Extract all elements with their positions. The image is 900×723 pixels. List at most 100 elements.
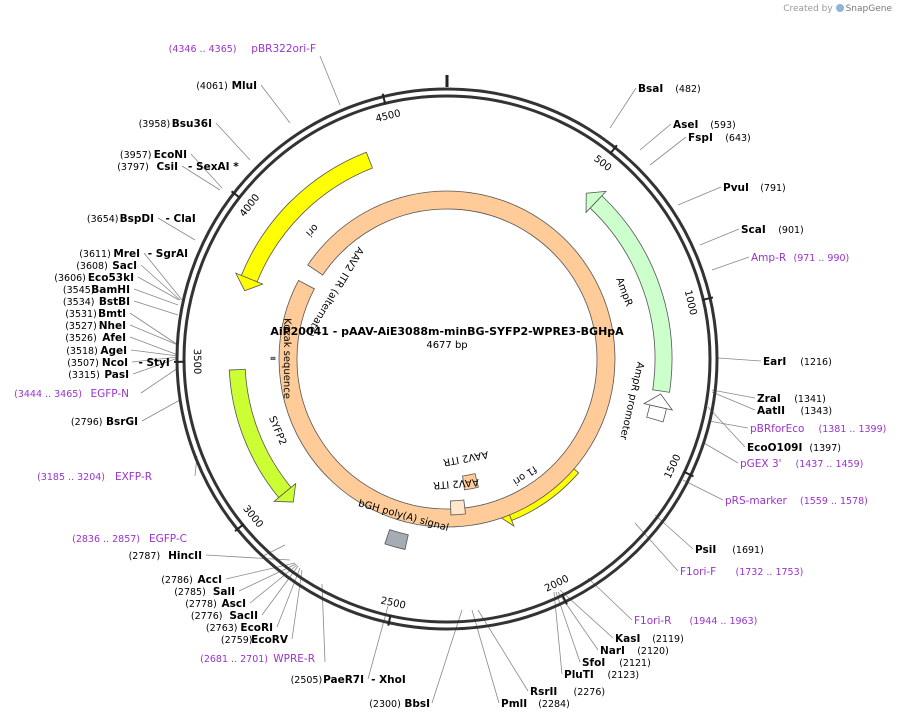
credit-prefix: Created by: [783, 4, 833, 14]
primer-range: (1437 .. 1459): [796, 459, 864, 470]
site-alias: - StyI: [138, 357, 169, 369]
feature-arc: [270, 356, 276, 361]
site-name: NheI: [99, 320, 126, 332]
feature-arrowhead: [642, 393, 674, 411]
restriction-site-label: Eco53kI(3606): [54, 272, 134, 284]
primer-name: F1ori-R: [634, 615, 671, 627]
site-position: (2276): [574, 687, 606, 698]
tick-label: 1000: [682, 289, 698, 316]
site-position: (1341): [794, 394, 826, 405]
site-name: EarI: [763, 356, 786, 368]
restriction-site-label: SfoI(2121): [582, 657, 651, 669]
site-position: (3534): [63, 297, 95, 308]
primer-range: (1381 .. 1399): [819, 424, 887, 435]
feature-arc: [278, 190, 616, 528]
primer-label: EGFP-N(3444 .. 3465): [14, 388, 129, 400]
restriction-site-label: BmtI(3531): [65, 308, 126, 320]
site-position: (2284): [538, 699, 570, 710]
connector-line: [141, 399, 181, 422]
site-name: EcoNI: [154, 149, 187, 161]
restriction-site-label: SacII(2776): [191, 610, 258, 622]
site-position: (3797): [117, 162, 149, 173]
connector-line: [249, 564, 298, 604]
site-name: ScaI: [741, 224, 766, 236]
site-position: (643): [725, 133, 751, 144]
restriction-site-label: NcoI- StyI(3507): [67, 357, 170, 369]
primer-name: F1ori-F: [680, 566, 716, 578]
restriction-site-label: CsiI- SexAI *(3797): [117, 161, 239, 173]
site-position: (482): [675, 84, 701, 95]
site-position: (2123): [608, 670, 640, 681]
connector-line: [431, 609, 463, 704]
connector-line: [639, 123, 672, 151]
primer-label: pBRforEco (1381 .. 1399): [750, 423, 886, 435]
site-name: BsrGI: [106, 416, 138, 428]
tick-mark: [609, 144, 618, 155]
site-position: (791): [760, 183, 786, 194]
connector-line: [708, 420, 749, 429]
tick-label: 1500: [663, 453, 684, 481]
restriction-site-label: HincII(2787): [129, 550, 202, 562]
site-name: PasI: [104, 369, 129, 381]
site-position: (3606): [54, 273, 86, 284]
site-position: (2786): [161, 575, 193, 586]
primer-range: (3185 .. 3204): [37, 472, 105, 483]
connector-line: [321, 583, 326, 663]
restriction-site-label: EcoNI(3957): [120, 149, 187, 161]
connector-line: [132, 357, 179, 375]
site-name: AfeI: [102, 332, 126, 344]
restriction-site-label: KasI(2119): [615, 633, 684, 645]
site-name: RsrII: [530, 686, 557, 698]
site-name: PaeR7I: [323, 674, 364, 686]
site-name: BamHI: [91, 284, 130, 296]
connector-line: [319, 55, 341, 106]
site-position: (4061): [196, 81, 228, 92]
feature-label: AAV2 ITR: [442, 448, 489, 467]
feature-label: AmpR: [613, 276, 634, 308]
primer-range: (2681 .. 2701): [200, 654, 268, 665]
site-name: SalI: [213, 586, 235, 598]
site-position: (3527): [65, 321, 97, 332]
restriction-site-label: ScaI(901): [741, 224, 804, 236]
site-position: (2300): [369, 699, 401, 710]
feature-label: SYFP2: [266, 415, 288, 447]
connector-line: [130, 349, 179, 357]
site-position: (3608): [76, 261, 108, 272]
site-position: (2778): [185, 599, 217, 610]
connector-line: [215, 122, 251, 161]
restriction-site-label: AscI (2778): [185, 598, 246, 610]
site-position: (2759): [221, 635, 253, 646]
primer-range: (971 .. 990): [794, 253, 850, 264]
backbone-inner-strand: [182, 94, 712, 624]
tick-mark: [683, 470, 694, 478]
site-position: (3507): [67, 358, 99, 369]
primer-name: pBRforEco: [750, 423, 804, 435]
site-position: (3654): [87, 214, 119, 225]
primer-range: (3444 .. 3465): [14, 389, 82, 400]
primer-name: pGEX 3': [740, 458, 782, 470]
primer-range: (4346 .. 4365): [169, 44, 237, 55]
site-name: PvuI: [723, 182, 749, 194]
site-name: SacI: [112, 260, 137, 272]
restriction-site-label: EarI(1216): [763, 356, 832, 368]
site-name: PsiI: [695, 544, 716, 556]
restriction-site-label: BsaI(482): [638, 83, 701, 95]
primer-label: F1ori-R(1944 .. 1963): [634, 615, 757, 627]
restriction-site-label: BspDI- ClaI(3654): [87, 213, 196, 225]
site-position: (1397): [809, 443, 841, 454]
primer-label: Amp-R(971 .. 990): [751, 252, 849, 264]
site-alias: - SexAI *: [188, 161, 239, 173]
connector-line: [143, 252, 183, 301]
restriction-site-label: EcoO109I(1397): [747, 442, 841, 454]
connector-line: [157, 217, 196, 241]
connector-line: [261, 565, 299, 616]
restriction-site-label: SalI(2785): [174, 586, 235, 598]
tick-mark: [561, 593, 568, 605]
connector-line: [140, 367, 179, 394]
site-name: AscI: [221, 598, 246, 610]
site-alias: - XhoI: [371, 674, 406, 686]
site-position: (2776): [191, 611, 223, 622]
map-length: 4677 bp: [426, 340, 467, 351]
restriction-site-label: MreI- SgrAI(3611): [79, 248, 188, 260]
